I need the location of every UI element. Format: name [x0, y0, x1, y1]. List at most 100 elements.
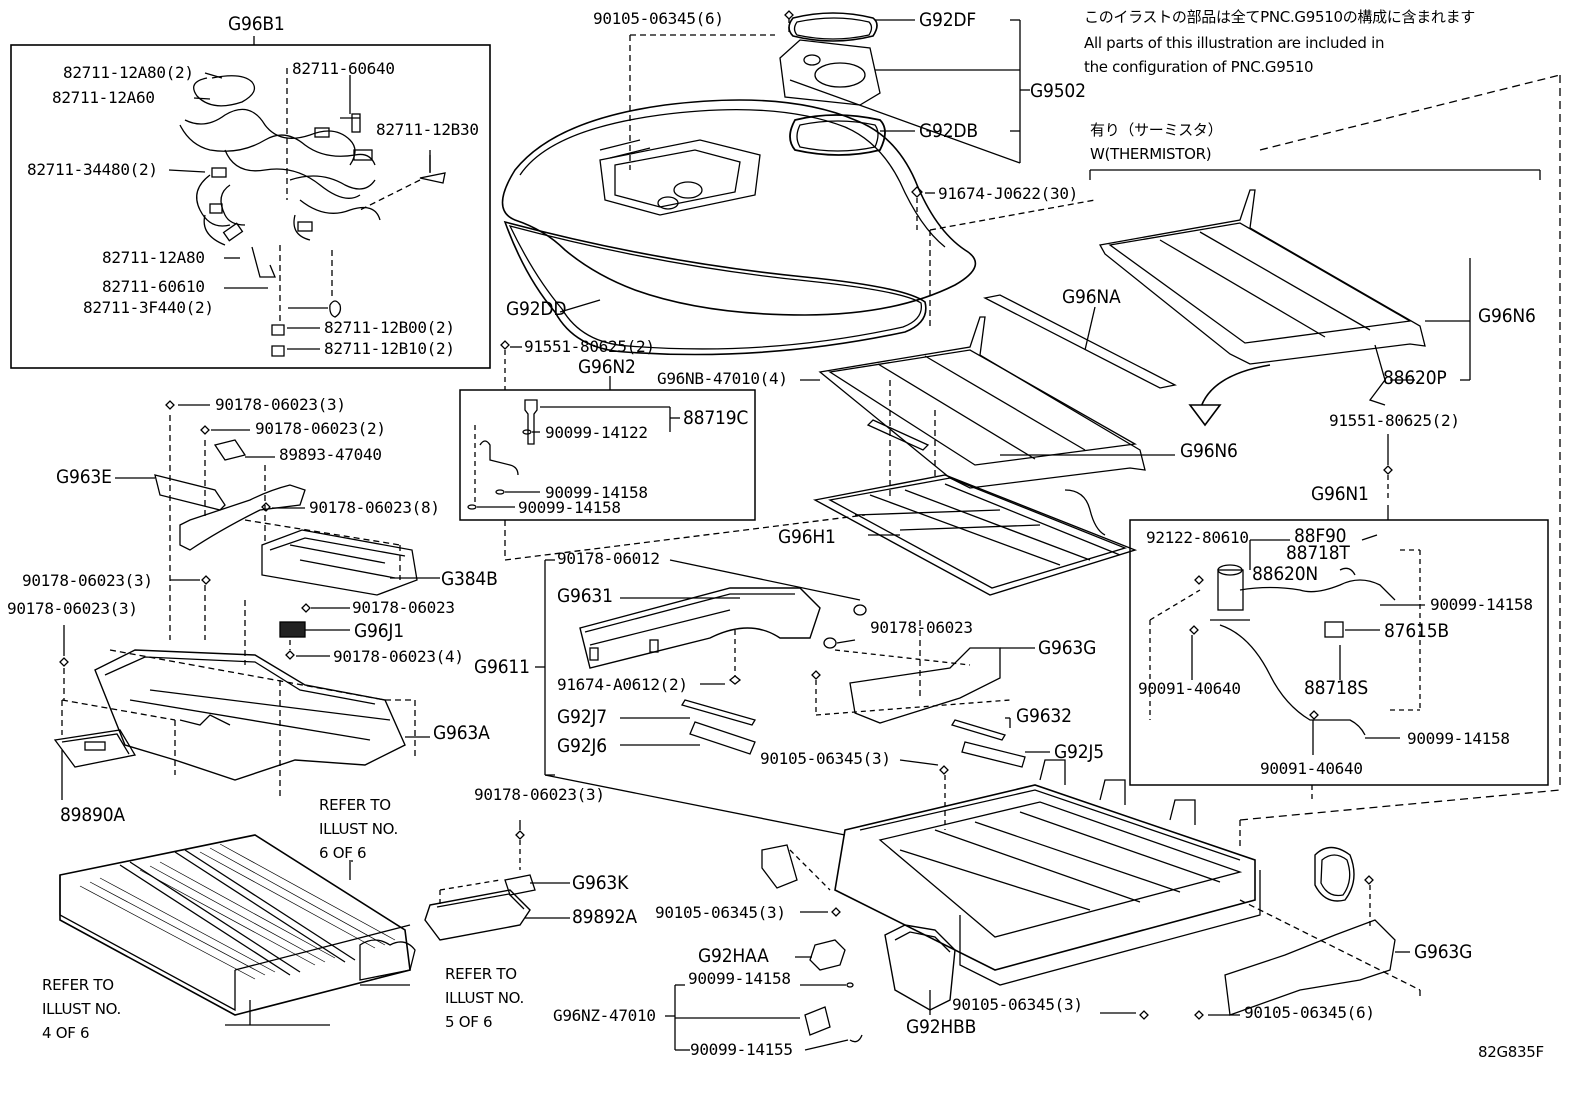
label-91551-80625-2-b[interactable]: 91551-80625(2) — [1329, 411, 1460, 430]
label-G96J1[interactable]: G96J1 — [354, 620, 404, 642]
label-90099-14158-b[interactable]: 90099-14158 — [518, 498, 621, 517]
label-G96NB-47010-4[interactable]: G96NB-47010(4) — [657, 369, 788, 388]
label-90099-14158-e[interactable]: 90099-14158 — [688, 969, 791, 988]
label-92122-80610[interactable]: 92122-80610 — [1146, 528, 1249, 547]
thermistor-en: W(THERMISTOR) — [1090, 145, 1212, 163]
label-90099-14158-d[interactable]: 90099-14158 — [1407, 729, 1510, 748]
refer-4-line3: 4 OF 6 — [42, 1024, 90, 1042]
note-english-line1: All parts of this illustration are inclu… — [1084, 34, 1385, 52]
left-brackets-group — [53, 400, 440, 800]
label-90178-06023-8[interactable]: 90178-06023(8) — [309, 498, 440, 517]
label-82711-12A60[interactable]: 82711-12A60 — [52, 88, 155, 107]
label-G96B1[interactable]: G96B1 — [228, 13, 285, 35]
label-G9502[interactable]: G9502 — [1030, 80, 1086, 102]
label-89893-47040[interactable]: 89893-47040 — [279, 445, 382, 464]
label-G9632[interactable]: G9632 — [1016, 705, 1072, 727]
thermistor-jp: 有り（サーミスタ） — [1090, 121, 1223, 139]
label-90178-06023-3-b[interactable]: 90178-06023(3) — [22, 571, 153, 590]
label-G963G-lower[interactable]: G963G — [1414, 941, 1473, 963]
label-82711-12B30[interactable]: 82711-12B30 — [376, 120, 479, 139]
label-G96N6-mid[interactable]: G96N6 — [1180, 440, 1238, 462]
label-G96NZ-47010[interactable]: G96NZ-47010 — [553, 1006, 656, 1025]
label-90105-06345-3-a[interactable]: 90105-06345(3) — [760, 749, 891, 768]
label-G92J7[interactable]: G92J7 — [557, 706, 607, 728]
label-89892A[interactable]: 89892A — [572, 906, 637, 928]
thermistor-bracket-group — [800, 74, 1561, 790]
wire-harness-group-box — [10, 36, 491, 369]
label-90178-06023-2[interactable]: 90178-06023(2) — [255, 419, 386, 438]
refer-4-line1: REFER TO — [42, 976, 114, 994]
label-90178-06023-3-a[interactable]: 90178-06023(3) — [215, 395, 346, 414]
label-90178-06023-b[interactable]: 90178-06023 — [870, 618, 973, 637]
label-82711-34480-2[interactable]: 82711-34480(2) — [27, 160, 158, 179]
label-G92J5[interactable]: G92J5 — [1054, 741, 1104, 763]
label-90105-06345-3-b[interactable]: 90105-06345(3) — [655, 903, 786, 922]
label-91551-80625-2-a[interactable]: 91551-80625(2) — [524, 337, 655, 356]
label-91674-A0612-2[interactable]: 91674-A0612(2) — [557, 675, 688, 694]
label-88719C[interactable]: 88719C — [683, 407, 749, 429]
label-88620N[interactable]: 88620N — [1252, 563, 1318, 585]
label-82711-3F440-2[interactable]: 82711-3F440(2) — [83, 298, 214, 317]
refer-6-line3: 6 OF 6 — [319, 844, 367, 862]
label-90099-14158-c[interactable]: 90099-14158 — [1430, 595, 1533, 614]
label-G96N1[interactable]: G96N1 — [1311, 483, 1369, 505]
label-90178-06023-4[interactable]: 90178-06023(4) — [333, 647, 464, 666]
refer-5-line3: 5 OF 6 — [445, 1013, 493, 1031]
label-G384B[interactable]: G384B — [441, 568, 498, 590]
label-G96N2[interactable]: G96N2 — [578, 356, 636, 378]
label-88718S[interactable]: 88718S — [1304, 677, 1369, 699]
label-90178-06023-3-d[interactable]: 90178-06023(3) — [474, 785, 605, 804]
g96n1-box — [1129, 434, 1561, 821]
label-88718T[interactable]: 88718T — [1286, 542, 1350, 564]
label-82711-12A80-2[interactable]: 82711-12A80(2) — [63, 63, 194, 82]
refer-5-line2: ILLUST NO. — [445, 989, 525, 1007]
figure-id: 82G835F — [1478, 1043, 1544, 1061]
top-cover-group — [501, 10, 1096, 356]
label-90091-40640-a[interactable]: 90091-40640 — [1138, 679, 1241, 698]
label-G963K[interactable]: G963K — [572, 872, 629, 894]
label-89890A[interactable]: 89890A — [60, 804, 125, 826]
label-G92J6[interactable]: G92J6 — [557, 735, 607, 757]
battery-module-stack — [59, 834, 416, 1026]
label-G96H1[interactable]: G96H1 — [778, 526, 836, 548]
label-82711-12B00-2[interactable]: 82711-12B00(2) — [324, 318, 455, 337]
label-G92DF[interactable]: G92DF — [919, 9, 976, 31]
label-87615B[interactable]: 87615B — [1384, 620, 1449, 642]
label-90091-40640-b[interactable]: 90091-40640 — [1260, 759, 1363, 778]
label-G9611[interactable]: G9611 — [474, 656, 530, 678]
label-82711-12A80[interactable]: 82711-12A80 — [102, 248, 205, 267]
label-G96N6-top[interactable]: G96N6 — [1478, 305, 1536, 327]
label-82711-12B10-2[interactable]: 82711-12B10(2) — [324, 339, 455, 358]
label-G9631[interactable]: G9631 — [557, 585, 613, 607]
label-G963A[interactable]: G963A — [433, 722, 490, 744]
label-90178-06012[interactable]: 90178-06012 — [557, 549, 660, 568]
refer-4-line2: ILLUST NO. — [42, 1000, 122, 1018]
label-90099-14158-a[interactable]: 90099-14158 — [545, 483, 648, 502]
label-82711-60610[interactable]: 82711-60610 — [102, 277, 205, 296]
label-G963E[interactable]: G963E — [56, 466, 112, 488]
g96n2-box — [459, 340, 866, 561]
label-90105-06345-6-top[interactable]: 90105-06345(6) — [593, 9, 724, 28]
label-90099-14122[interactable]: 90099-14122 — [545, 423, 648, 442]
label-G92HAA[interactable]: G92HAA — [698, 945, 769, 967]
battery-tray — [665, 759, 1421, 1051]
label-G92DB[interactable]: G92DB — [919, 120, 978, 142]
label-G96NA[interactable]: G96NA — [1062, 286, 1121, 308]
insulator-sheet — [812, 380, 1138, 700]
label-G963G-upper[interactable]: G963G — [1038, 637, 1097, 659]
refer-6-line1: REFER TO — [319, 796, 391, 814]
label-91674-J0622-30[interactable]: 91674-J0622(30) — [938, 184, 1078, 203]
label-88620P[interactable]: 88620P — [1383, 367, 1447, 389]
label-90178-06023-3-c[interactable]: 90178-06023(3) — [7, 599, 138, 618]
note-english-line2: the configuration of PNC.G9510 — [1084, 58, 1314, 76]
label-90178-06023-a[interactable]: 90178-06023 — [352, 598, 455, 617]
label-G92DD[interactable]: G92DD — [506, 298, 567, 320]
label-90105-06345-6-b[interactable]: 90105-06345(6) — [1244, 1003, 1375, 1022]
label-90105-06345-3-c[interactable]: 90105-06345(3) — [952, 995, 1083, 1014]
label-82711-60640[interactable]: 82711-60640 — [292, 59, 395, 78]
label-90099-14155[interactable]: 90099-14155 — [690, 1040, 793, 1059]
label-88F90[interactable]: 88F90 — [1294, 525, 1347, 547]
label-G92HBB[interactable]: G92HBB — [906, 1016, 977, 1038]
